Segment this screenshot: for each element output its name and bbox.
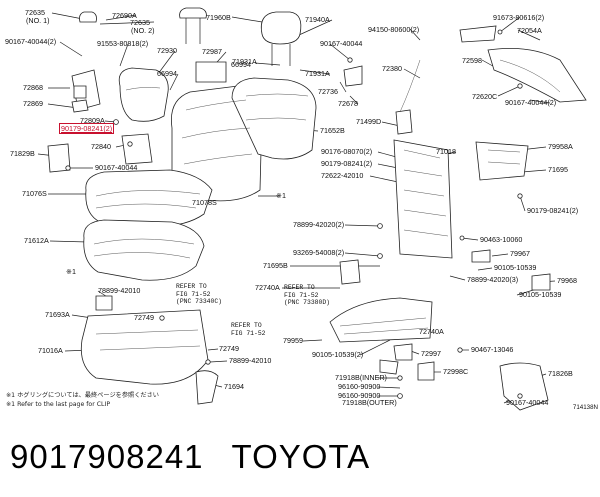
part-label-72869[interactable]: 72869 <box>23 99 43 108</box>
part-label-79958a[interactable]: 79958A <box>548 142 573 151</box>
part-label-90167-c[interactable]: 90167-40044(2) <box>505 98 557 107</box>
part-label-90167-b[interactable]: 90167-40044 <box>320 39 363 48</box>
part-label-90179-b[interactable]: 90179-08241(2) <box>321 159 373 168</box>
part-label-71652b[interactable]: 71652B <box>320 126 345 135</box>
part-label-96160-a[interactable]: 96160-90900 <box>338 382 381 391</box>
part-label-91673[interactable]: 91673-80616(2) <box>493 13 545 22</box>
part-label-71694[interactable]: 71694 <box>224 382 244 391</box>
part-label-72868[interactable]: 72868 <box>23 83 43 92</box>
part-label-71695[interactable]: 71695 <box>548 165 568 174</box>
part-label-71612a[interactable]: 71612A <box>24 236 49 245</box>
part-label-71016a[interactable]: 71016A <box>38 346 63 355</box>
part-label-72987[interactable]: 72987 <box>202 47 222 56</box>
part-label-72840[interactable]: 72840 <box>91 142 111 151</box>
part-label-71693a[interactable]: 71693A <box>45 310 70 319</box>
reference-note-ref-a: REFER TO FIG 71-52 (PNC 73340C) <box>176 283 223 306</box>
part-label-90467[interactable]: 90467-13046 <box>471 345 514 354</box>
part-label-90105-c[interactable]: 90105-10539(2) <box>312 350 364 359</box>
part-label-72054a[interactable]: 72054A <box>517 26 542 35</box>
part-label-72380[interactable]: 72380 <box>382 64 402 73</box>
footer-part-number: 9017908241 <box>10 438 204 475</box>
part-label-78899-c[interactable]: 78899-42010 <box>98 286 141 295</box>
part-label-71078s[interactable]: 71078S <box>192 198 217 207</box>
part-label-72740a-a[interactable]: 72740A <box>255 283 280 292</box>
part-label-79967[interactable]: 79967 <box>510 249 530 258</box>
part-label-72635-no1-sub[interactable]: (NO. 1) <box>26 16 50 25</box>
part-label-90105-b[interactable]: 90105-10539 <box>519 290 562 299</box>
part-label-93269[interactable]: 93269-54008(2) <box>293 248 345 257</box>
part-label-72635-no2-sub[interactable]: (NO. 2) <box>131 26 155 35</box>
part-label-72736[interactable]: 72736 <box>318 87 338 96</box>
part-label-78899-d[interactable]: 78899-42010 <box>229 356 272 365</box>
part-label-71940a[interactable]: 71940A <box>305 15 330 24</box>
part-label-72635-no1[interactable]: 72635 <box>25 8 45 17</box>
clip-note-english: ※1 Refer to the last page for CLIP <box>6 401 111 408</box>
reference-note-ref-b: REFER TO FIG 71-52 (PNC 73380D) <box>284 284 331 307</box>
part-label-star1-b[interactable]: ※1 <box>66 267 77 276</box>
part-label-72749-b[interactable]: 72749 <box>219 344 239 353</box>
part-label-90167-a[interactable]: 90167-40044(2) <box>5 37 57 46</box>
highlighted-part-label[interactable]: 90179-08241(2) <box>59 123 115 134</box>
parts-diagram <box>37 7 587 411</box>
part-label-94150[interactable]: 94150-80600(2) <box>368 25 420 34</box>
part-label-72635-no2[interactable]: 72635 <box>130 18 150 27</box>
footer-brand: TOYOTA <box>231 438 371 475</box>
part-label-72622[interactable]: 72622-42010 <box>321 171 364 180</box>
reference-note-ref-c: REFER TO FIG 71-52 <box>231 322 266 337</box>
part-label-71695b[interactable]: 71695B <box>263 261 288 270</box>
seat-exploded-view <box>37 7 587 411</box>
part-label-72620c[interactable]: 72620C <box>472 92 498 101</box>
part-label-71499d[interactable]: 71499D <box>356 117 382 126</box>
part-label-star1-a[interactable]: ※1 <box>276 191 287 200</box>
part-label-96160-b[interactable]: 96160-90900 <box>338 391 381 400</box>
part-label-72749-a[interactable]: 72749 <box>134 313 154 322</box>
highlighted-part-number[interactable]: 90179-08241(2) <box>59 123 115 134</box>
part-label-78899-a[interactable]: 78899-42020(2) <box>293 220 345 229</box>
part-label-72930[interactable]: 72930 <box>157 46 177 55</box>
part-label-72678[interactable]: 72678 <box>338 99 358 108</box>
part-label-71960b[interactable]: 71960B <box>206 13 231 22</box>
diagram-code: 714138N <box>572 404 598 411</box>
part-label-90179-c[interactable]: 90179-08241(2) <box>527 206 579 215</box>
part-label-71076s[interactable]: 71076S <box>22 189 47 198</box>
part-label-79968[interactable]: 79968 <box>557 276 577 285</box>
part-label-72690a[interactable]: 72690A <box>112 11 137 20</box>
part-label-72997[interactable]: 72997 <box>421 349 441 358</box>
part-label-72740a-b[interactable]: 72740A <box>419 327 444 336</box>
part-label-90105-a[interactable]: 90105-10539 <box>494 263 537 272</box>
part-label-90167-e[interactable]: 90167-40044 <box>506 398 549 407</box>
clip-note-japanese: ※1 ホグリングについては、最終ページを参照ください <box>6 392 159 399</box>
part-label-79959[interactable]: 79959 <box>283 336 303 345</box>
part-label-90176[interactable]: 90176-08070(2) <box>321 147 373 156</box>
part-label-72998c[interactable]: 72998C <box>443 367 469 376</box>
part-label-72598[interactable]: 72598 <box>462 56 482 65</box>
part-label-71918b-out[interactable]: 71918B(OUTER) <box>342 398 397 407</box>
part-label-90167-d[interactable]: 90167-40044 <box>95 163 138 172</box>
part-label-66994-a[interactable]: 66994 <box>231 60 251 69</box>
part-label-72809a[interactable]: 72809A <box>80 116 105 125</box>
part-label-71918b-in[interactable]: 71918B(INNER) <box>335 373 387 382</box>
part-label-71931a-b[interactable]: 71931A <box>305 69 330 78</box>
part-label-71826b[interactable]: 71826B <box>548 369 573 378</box>
part-label-78899-b[interactable]: 78899-42020(3) <box>467 275 519 284</box>
part-label-71931a-a[interactable]: 71931A <box>232 57 257 66</box>
part-label-90463[interactable]: 90463-10060 <box>480 235 523 244</box>
footer-caption: 9017908241 TOYOTA <box>10 432 370 482</box>
part-label-91553[interactable]: 91553-80818(2) <box>97 39 149 48</box>
part-label-71018[interactable]: 71018 <box>436 147 456 156</box>
part-label-71829b[interactable]: 71829B <box>10 149 35 158</box>
part-label-66994-b[interactable]: 66994 <box>157 69 177 78</box>
